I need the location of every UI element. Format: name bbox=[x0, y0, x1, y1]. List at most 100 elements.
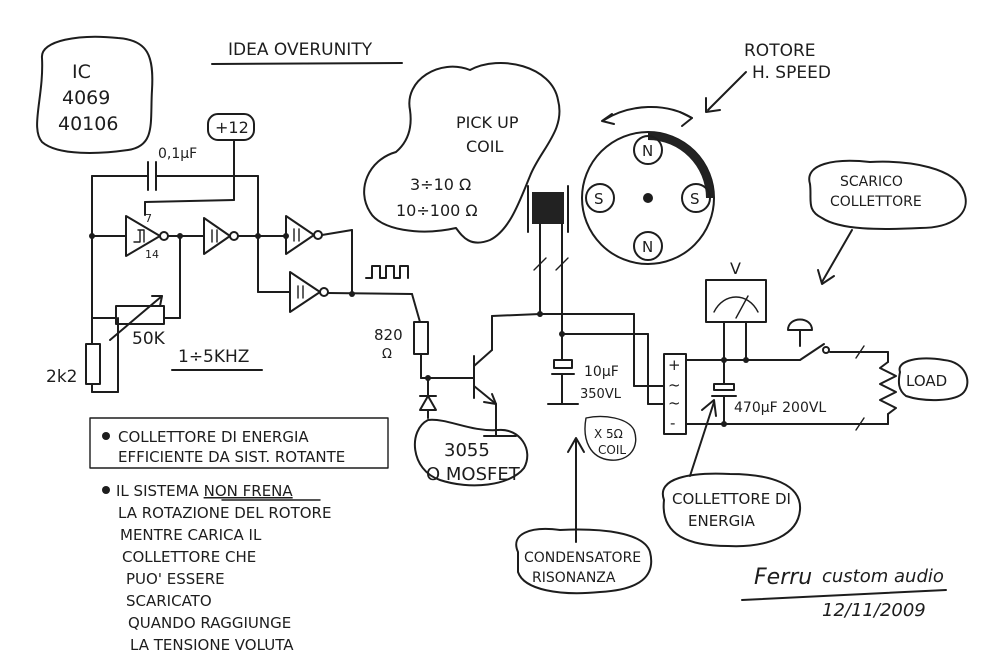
bridge-rectifier bbox=[663, 353, 687, 435]
coil-break bbox=[533, 257, 547, 271]
transistor-alt: O MOSFET bbox=[426, 464, 521, 485]
bridge-minus: - bbox=[670, 414, 675, 432]
collector-label-2: ENERGIA bbox=[688, 512, 756, 530]
coil-note-2: COIL bbox=[598, 443, 626, 457]
rotor-axle bbox=[643, 193, 653, 203]
ic-cloud bbox=[36, 35, 154, 154]
storcap-plate bbox=[713, 383, 735, 391]
rotor-pointer bbox=[707, 71, 747, 111]
gate1 bbox=[125, 215, 161, 257]
gate2 bbox=[203, 217, 231, 255]
gate4-bubble bbox=[319, 287, 329, 297]
resonance-cloud bbox=[515, 528, 653, 595]
bullet bbox=[102, 486, 110, 494]
junction bbox=[349, 291, 355, 297]
resonance-arrow-head bbox=[567, 437, 585, 453]
schmitt-symbol bbox=[133, 229, 145, 243]
title: IDEA OVERUNITY bbox=[228, 40, 373, 60]
resonance-label-1: CONDENSATORE bbox=[524, 550, 641, 566]
emitter-leg bbox=[473, 385, 497, 405]
rotation-head-right bbox=[679, 111, 693, 127]
note2-line: QUANDO RAGGIUNGE bbox=[128, 614, 291, 632]
pin7: 7 bbox=[145, 212, 152, 225]
rescap-plate bbox=[553, 359, 573, 369]
note2-line: LA TENSIONE VOLUTA bbox=[130, 636, 294, 654]
junction bbox=[89, 233, 95, 239]
ic-40106: 40106 bbox=[58, 113, 118, 135]
voltmeter bbox=[705, 279, 767, 323]
pot-arrow-head bbox=[151, 295, 163, 307]
freq-label: 1÷5KHZ bbox=[178, 347, 249, 367]
rotor-pointer-head bbox=[705, 97, 721, 113]
pickup-coil bbox=[532, 192, 564, 224]
note2-line: COLLETTORE CHE bbox=[122, 548, 256, 566]
magnet-left-label: S bbox=[594, 190, 604, 208]
collector-pointer bbox=[689, 401, 715, 477]
gate3-bubble bbox=[313, 230, 323, 240]
collector-wire-2 bbox=[491, 313, 541, 317]
discharge-pointer-head bbox=[817, 269, 835, 285]
pin14: 14 bbox=[145, 248, 159, 261]
voltmeter-needle bbox=[735, 295, 749, 319]
junction bbox=[283, 233, 289, 239]
pickup-range-1: 3÷10 Ω bbox=[410, 175, 471, 194]
res-2k2 bbox=[85, 343, 101, 385]
transistor-part: 3055 bbox=[444, 440, 490, 461]
coil-note-1: X 5Ω bbox=[594, 427, 623, 441]
storcap-label: 470μF 200VL bbox=[734, 400, 826, 416]
supply-box bbox=[207, 113, 255, 141]
gate4 bbox=[289, 271, 321, 313]
voltmeter-label: V bbox=[730, 259, 741, 278]
signature-brand: custom audio bbox=[822, 566, 944, 587]
load-resistor bbox=[879, 361, 897, 415]
wire-break bbox=[855, 345, 865, 359]
discharge-pointer bbox=[821, 229, 853, 283]
collector-leg bbox=[473, 349, 493, 367]
switch-blade bbox=[799, 343, 825, 361]
square-wave bbox=[365, 265, 409, 279]
rotor-title: ROTORE bbox=[744, 41, 816, 61]
buffer-out bbox=[327, 292, 413, 295]
magnet-top-label: N bbox=[642, 142, 653, 160]
switch-contact bbox=[822, 346, 830, 354]
pickup-range-2: 10÷100 Ω bbox=[396, 201, 478, 220]
note1-line2: EFFICIENTE DA SIST. ROTANTE bbox=[118, 448, 345, 466]
resonance-label-2: RISONANZA bbox=[532, 570, 616, 586]
rotor-speed: H. SPEED bbox=[752, 63, 831, 83]
signature-line bbox=[741, 589, 947, 601]
diode bbox=[419, 395, 437, 411]
ic-4069: 4069 bbox=[62, 87, 110, 109]
title-underline bbox=[211, 62, 403, 65]
collector-pointer-head bbox=[701, 399, 717, 417]
note2-line: PUO' ESSERE bbox=[126, 570, 225, 588]
transistor-cloud bbox=[413, 418, 529, 487]
collector-cloud bbox=[661, 472, 802, 548]
note2-line1: IL SISTEMA NON FRENA bbox=[116, 482, 293, 500]
bridge-ac2: ~ bbox=[668, 394, 681, 412]
discharge-label-2: COLLETTORE bbox=[830, 194, 922, 210]
magnet-right bbox=[681, 183, 711, 213]
cap-timing-label: 0,1μF bbox=[158, 146, 197, 162]
res-2k2-label: 2k2 bbox=[46, 367, 77, 387]
note1-box bbox=[89, 417, 389, 469]
junction bbox=[255, 233, 261, 239]
magnet-bottom bbox=[633, 231, 663, 261]
gate3 bbox=[285, 215, 315, 255]
rotation-arrow bbox=[603, 106, 693, 121]
rescap-voltage: 350VL bbox=[580, 387, 622, 402]
pickup-title: PICK UP bbox=[456, 113, 519, 132]
gate3-out bbox=[321, 229, 353, 236]
rescap-value: 10μF bbox=[584, 364, 619, 380]
note2-line: LA ROTAZIONE DEL ROTORE bbox=[118, 504, 331, 522]
discharge-cloud bbox=[808, 159, 967, 230]
signature-name: Ferru bbox=[754, 565, 812, 590]
bridge-ac1: ~ bbox=[668, 376, 681, 394]
discharge-button bbox=[787, 318, 813, 331]
bullet bbox=[102, 432, 110, 440]
voltmeter-scale bbox=[713, 296, 759, 313]
coil-break bbox=[555, 257, 569, 271]
magnet-right-label: S bbox=[690, 190, 700, 208]
load-label: LOAD bbox=[906, 372, 947, 390]
gate1-bubble bbox=[159, 231, 169, 241]
